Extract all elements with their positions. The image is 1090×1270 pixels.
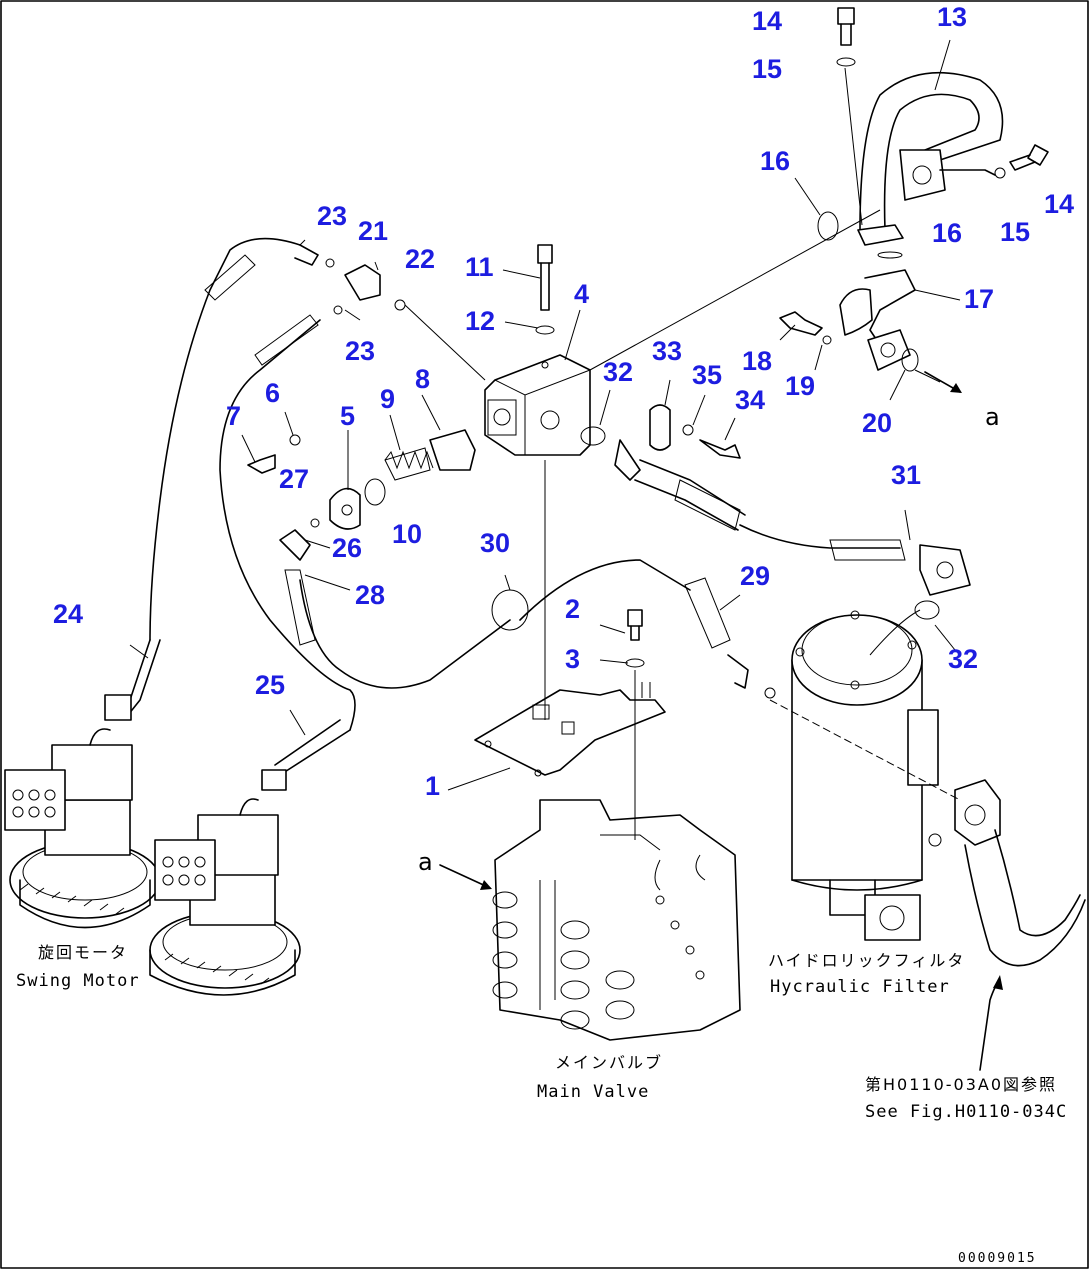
hose-clamp [491, 589, 529, 631]
drawing-code: 00009015 [958, 1251, 1037, 1266]
callout-11: 11 [465, 252, 494, 282]
mounting-plate [474, 682, 666, 777]
swing-motor-right [149, 798, 301, 996]
callout-9: 9 [380, 384, 395, 414]
component-captions: 旋回モータ Swing Motor メインバルブ Main Valve ハイドロ… [16, 943, 1067, 1122]
return-pipe [857, 71, 1004, 246]
callout-labels: 1 2 3 4 5 6 7 8 9 10 11 12 13 14 14 15 1… [53, 2, 1074, 801]
callout-25: 25 [255, 670, 285, 700]
callout-34: 34 [735, 385, 765, 415]
callout-7: 7 [226, 401, 241, 431]
callout-13: 13 [937, 2, 967, 32]
callout-31: 31 [891, 460, 921, 490]
swing-motor-left [4, 728, 161, 929]
assembly-lines [404, 67, 961, 840]
callout-27: 27 [279, 464, 309, 494]
callout-22: 22 [405, 244, 435, 274]
callout-21: 21 [358, 216, 388, 246]
callout-20: 20 [862, 408, 892, 438]
see-fig-caption-en: See Fig.H0110-034C [865, 1102, 1067, 1122]
callout-32-top: 32 [603, 357, 633, 387]
callout-30: 30 [480, 528, 510, 558]
swing-motor-caption-en: Swing Motor [16, 971, 140, 991]
callout-26: 26 [332, 533, 362, 563]
leader-lines [129, 39, 961, 791]
callout-19: 19 [785, 371, 815, 401]
callout-33: 33 [652, 336, 682, 366]
swing-motor-caption-jp: 旋回モータ [38, 943, 128, 962]
callout-35: 35 [692, 360, 722, 390]
callout-28: 28 [355, 580, 385, 610]
callout-17: 17 [964, 284, 994, 314]
callout-14-right: 14 [1044, 189, 1074, 219]
small-parts [247, 7, 1049, 668]
callout-4: 4 [574, 279, 589, 309]
callout-23-bottom: 23 [345, 336, 375, 366]
callout-3: 3 [565, 644, 580, 674]
view-arrows [439, 371, 1003, 1071]
callout-16-left: 16 [760, 146, 790, 176]
elbow-fitting [839, 269, 916, 371]
swing-motor-hoses [104, 237, 511, 791]
callout-18: 18 [742, 346, 772, 376]
callout-16-right: 16 [932, 218, 962, 248]
view-ref-a-right: a [985, 403, 1000, 431]
callout-24: 24 [53, 599, 83, 629]
see-fig-caption-jp: 第H0110-03A0図参照 [865, 1075, 1057, 1094]
hydraulic-filter [791, 610, 942, 941]
callout-5: 5 [340, 401, 355, 431]
callout-2: 2 [565, 594, 580, 624]
callout-15-top: 15 [752, 54, 782, 84]
callout-12: 12 [465, 306, 495, 336]
filter-inlet-hose [614, 439, 971, 596]
callout-14-top: 14 [752, 6, 782, 36]
clamp [649, 404, 671, 451]
filter-caption-jp: ハイドロリックフィルタ [768, 951, 965, 970]
callout-1: 1 [425, 771, 440, 801]
callout-15-right: 15 [1000, 217, 1030, 247]
callout-32-bottom: 32 [948, 644, 978, 674]
main-valve-caption-en: Main Valve [537, 1082, 649, 1102]
filter-outlet-pipe [954, 779, 1086, 967]
view-ref-a-left: a [418, 848, 433, 876]
main-valve-caption-jp: メインバルブ [555, 1053, 663, 1072]
callout-23-top: 23 [317, 201, 347, 231]
drain-hose [519, 559, 776, 699]
callout-6: 6 [265, 378, 280, 408]
callout-10: 10 [392, 519, 422, 549]
callout-8: 8 [415, 364, 430, 394]
manifold-block [484, 354, 591, 456]
filter-caption-en: Hycraulic Filter [770, 977, 950, 997]
callout-29: 29 [740, 561, 770, 591]
main-valve [492, 799, 741, 1041]
